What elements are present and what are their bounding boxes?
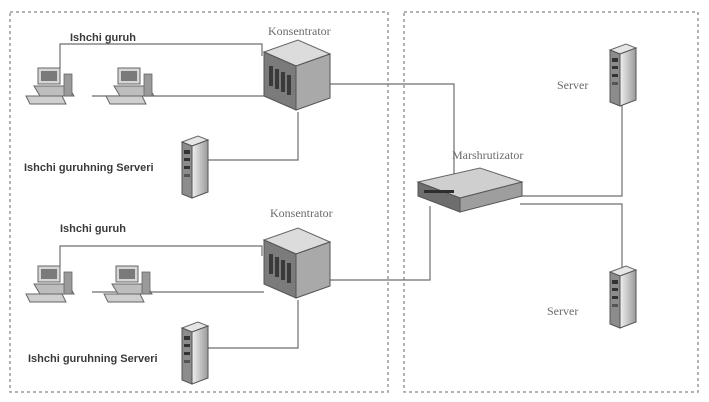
- workstation-icon: [26, 266, 74, 302]
- hub-icon: [264, 40, 330, 110]
- workstation-icon: [106, 68, 154, 104]
- hub-label-2: Konsentrator: [270, 206, 333, 221]
- workstation-icon: [104, 266, 152, 302]
- server-tower-icon: [610, 266, 636, 328]
- server-label-bottom: Server: [547, 304, 578, 319]
- server-tower-icon: [610, 44, 636, 106]
- server-label-top: Server: [557, 78, 588, 93]
- server-label-1: Ishchi guruhning Serveri: [24, 162, 154, 174]
- router-label: Marshrutizator: [452, 148, 523, 163]
- workgroup-label-1: Ishchi guruh: [70, 32, 136, 44]
- server-tower-icon: [182, 136, 208, 198]
- links-group-1: [60, 44, 298, 160]
- hub-icon: [264, 228, 330, 298]
- links-group-2: [60, 246, 298, 348]
- hub-label-1: Konsentrator: [268, 24, 331, 39]
- server-label-2: Ishchi guruhning Serveri: [28, 353, 158, 365]
- router-icon: [418, 168, 522, 212]
- workstation-icon: [26, 68, 74, 104]
- server-tower-icon: [182, 322, 208, 384]
- workgroup-label-2: Ishchi guruh: [60, 223, 126, 235]
